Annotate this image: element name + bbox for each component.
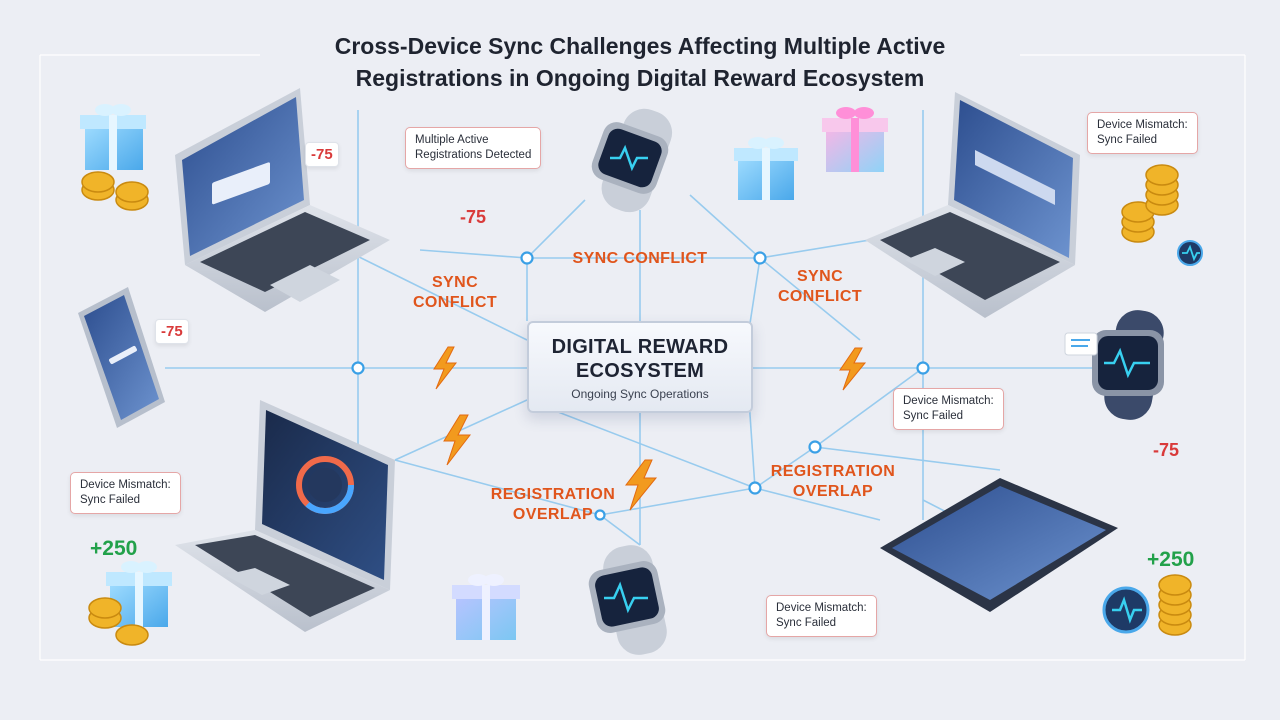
coin-stacks <box>81 164 1192 646</box>
network-nodes <box>351 251 930 521</box>
points-left-bottom: +250 <box>90 537 138 560</box>
callout-device-mismatch-top-right: Device Mismatch: Sync Failed <box>1087 112 1198 154</box>
hub-title: DIGITAL REWARD ECOSYSTEM <box>529 335 751 383</box>
coin-icon <box>115 624 149 646</box>
label-registration-overlap-left: REGISTRATION OVERLAP <box>478 485 628 525</box>
pulse-badge-icons <box>1102 240 1203 634</box>
page-title: Cross-Device Sync Challenges Affecting M… <box>140 30 1140 94</box>
callout-device-mismatch-middle-right: Device Mismatch: Sync Failed <box>893 388 1004 430</box>
callout-line-2: Sync Failed <box>903 410 964 422</box>
page-title-line-1: Cross-Device Sync Challenges Affecting M… <box>334 33 946 59</box>
coin-icon <box>1145 164 1179 186</box>
laptop-top-left-icon <box>175 88 390 312</box>
callout-line-2: Sync Failed <box>80 494 141 506</box>
lightning-icon <box>443 414 472 466</box>
label-line-2: OVERLAP <box>512 506 594 523</box>
tablet-icon <box>880 478 1118 612</box>
gift-top-right-icon <box>822 107 888 172</box>
callout-line-2: Sync Failed <box>1097 134 1158 146</box>
label-line-2: CONFLICT <box>412 294 498 311</box>
gift-top-left-icon <box>80 104 146 170</box>
callout-line-1: Multiple Active <box>415 134 489 146</box>
callout-line-2: Sync Failed <box>776 617 837 629</box>
callout-line-1: Device Mismatch: <box>1097 119 1188 131</box>
points-right-middle: -75 <box>1153 440 1180 460</box>
coin-icon <box>88 597 122 619</box>
coin-icon <box>1158 574 1192 596</box>
points-bubble-phone: -75 <box>155 319 189 344</box>
hub-title-line-1: DIGITAL REWARD <box>551 336 729 358</box>
callout-line-1: Device Mismatch: <box>776 602 867 614</box>
label-line-1: SYNC <box>431 274 479 291</box>
label-line-2: CONFLICT <box>777 288 863 305</box>
frame-lines <box>39 54 1246 661</box>
lightning-icon <box>433 346 458 390</box>
gift-top-center-icon <box>734 137 798 200</box>
label-sync-conflict-right: SYNC CONFLICT <box>765 267 875 307</box>
callout-line-1: Device Mismatch: <box>903 395 994 407</box>
label-line-1: SYNC <box>796 268 844 285</box>
laptop-top-right-icon <box>865 92 1080 318</box>
phone-left-icon <box>78 287 165 428</box>
label-sync-conflict-left: SYNC CONFLICT <box>400 273 510 313</box>
lightning-icons <box>433 346 867 511</box>
laptop-bottom-left-icon <box>175 400 395 632</box>
central-hub: DIGITAL REWARD ECOSYSTEM Ongoing Sync Op… <box>527 321 753 413</box>
coin-icon <box>81 171 115 193</box>
label-registration-overlap-right: REGISTRATION OVERLAP <box>758 462 908 502</box>
page-title-line-2: Registrations in Ongoing Digital Reward … <box>355 65 925 91</box>
points-bubble-laptop: -75 <box>305 142 339 167</box>
message-icon <box>1064 332 1098 356</box>
callout-device-mismatch-left: Device Mismatch: Sync Failed <box>70 472 181 514</box>
lightning-icon <box>839 347 867 391</box>
callout-line-1: Device Mismatch: <box>80 479 171 491</box>
gift-bottom-center-icon <box>452 574 520 640</box>
label-line-1: REGISTRATION <box>490 486 616 503</box>
watch-top-icon <box>591 108 673 213</box>
label-line-2: OVERLAP <box>792 483 874 500</box>
callout-line-2: Registrations Detected <box>415 149 532 161</box>
label-line-1: SYNC CONFLICT <box>572 250 708 267</box>
label-line-1: REGISTRATION <box>770 463 896 480</box>
label-sync-conflict-top: SYNC CONFLICT <box>555 249 725 269</box>
lightning-icon <box>624 459 658 511</box>
points-center-top: -75 <box>460 207 487 227</box>
watch-right-icon <box>1092 310 1164 420</box>
points-right-bottom: +250 <box>1147 548 1195 571</box>
callout-device-mismatch-bottom: Device Mismatch: Sync Failed <box>766 595 877 637</box>
callout-multiple-active-registrations: Multiple Active Registrations Detected <box>405 127 542 169</box>
watch-bottom-icon <box>588 545 667 655</box>
coin-icon <box>115 181 149 203</box>
hub-subtitle: Ongoing Sync Operations <box>571 387 709 401</box>
hub-title-line-2: ECOSYSTEM <box>575 360 705 382</box>
